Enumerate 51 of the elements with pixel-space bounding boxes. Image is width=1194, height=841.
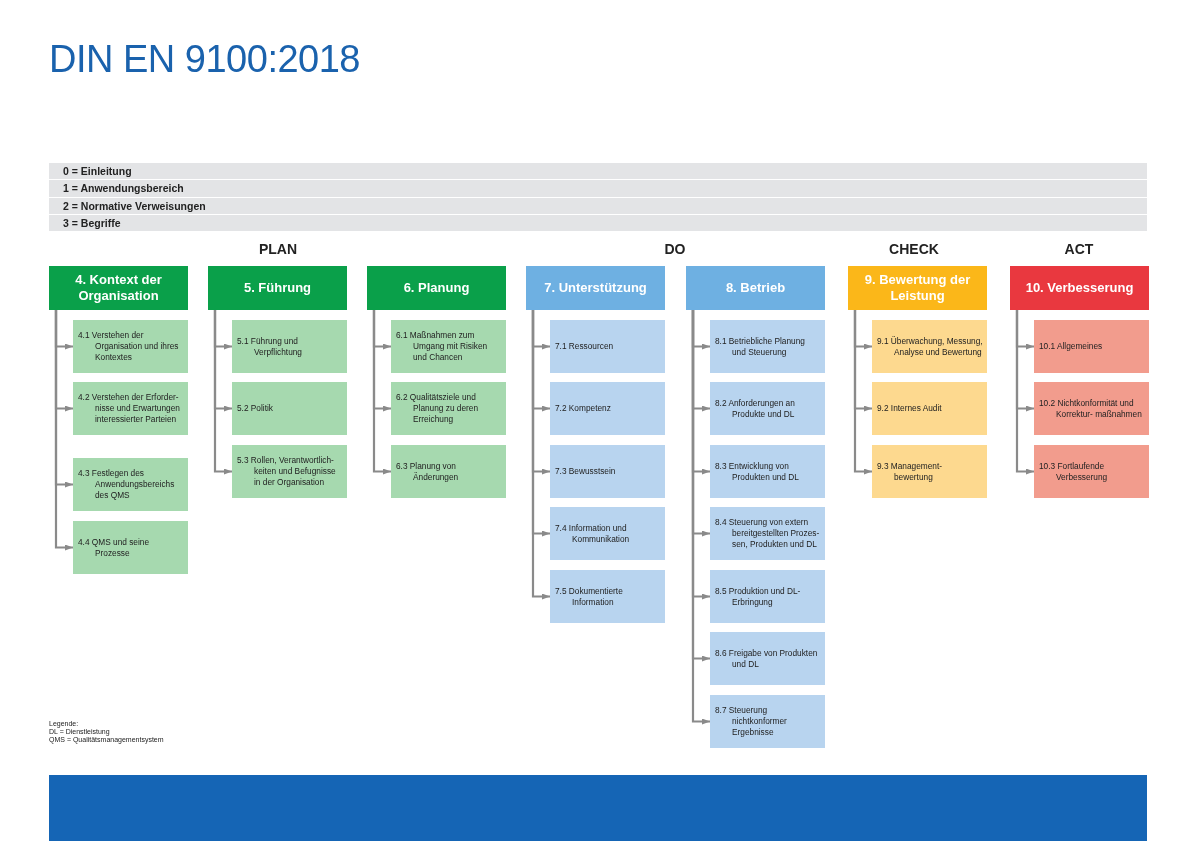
chapter-header: 8. Betrieb [686,266,825,310]
clause-box: 8.6 Freigabe von Produkten und DL [710,632,825,685]
clause-box: 6.2 Qualitätsziele und Planung zu deren Erreichung [391,382,506,435]
clause-box: 4.1 Verstehen der Organisation und ihres Kontextes [73,320,188,373]
clause-box: 7.5 Dokumentierte Information [550,570,665,623]
clause-box: 10.2 Nichtkonformität und Korrektur- maßnahmen [1034,382,1149,435]
clause-box: 6.3 Planung von Änderungen [391,445,506,498]
connector-arrow [372,310,391,475]
clause-box: 9.2 Internes Audit [872,382,987,435]
connector-arrow [1015,310,1034,475]
phase-label: PLAN [258,241,298,257]
clause-box: 8.7 Steuerung nichtkonformer Ergebnisse [710,695,825,748]
section-band: 3 = Begriffe [49,214,1147,232]
phase-label: ACT [1064,241,1094,257]
clause-box: 8.1 Betriebliche Planung und Steuerung [710,320,825,373]
clause-box: 10.1 Allgemeines [1034,320,1149,373]
chapter-header: 5. Führung [208,266,347,310]
clause-box: 5.3 Rollen, Verantwortlich- keiten und Befugnisse in der Organisation [232,445,347,498]
clause-box: 9.1 Überwachung, Messung, Analyse und Bewertung [872,320,987,373]
clause-box: 8.3 Entwicklung von Produkten und DL [710,445,825,498]
chapter-header: 6. Planung [367,266,506,310]
phase-label: DO [664,241,686,257]
clause-box: 5.2 Politik [232,382,347,435]
clause-box: 10.3 Fortlaufende Verbesserung [1034,445,1149,498]
clause-box: 7.2 Kompetenz [550,382,665,435]
clause-box: 7.1 Ressourcen [550,320,665,373]
clause-box: 8.4 Steuerung von extern bereitgestellten Prozes- sen, Produkten und DL [710,507,825,560]
clause-box: 8.2 Anforderungen an Produkte und DL [710,382,825,435]
chapter-header: 9. Bewertung der Leistung [848,266,987,310]
connector-arrow [691,310,710,725]
phase-label: CHECK [889,241,939,257]
section-band: 2 = Normative Verweisungen [49,197,1147,214]
title: DIN EN 9100:2018 [49,38,360,81]
clause-box: 7.4 Information und Kommunikation [550,507,665,560]
clause-box: 4.2 Verstehen der Erforder- nisse und Erwartungen interessierter Parteien [73,382,188,435]
chapter-header: 10. Verbesserung [1010,266,1149,310]
clause-box: 4.4 QMS und seine Prozesse [73,521,188,574]
clause-box: 9.3 Management- bewertung [872,445,987,498]
clause-box: 5.1 Führung und Verpflichtung [232,320,347,373]
connector-arrow [54,310,73,551]
clause-box: 6.1 Maßnahmen zum Umgang mit Risiken und Chancen [391,320,506,373]
chapter-header: 4. Kontext der Organisation [49,266,188,310]
connector-arrow [531,310,550,600]
connector-arrow [853,310,872,475]
connector-arrow [213,310,232,475]
clause-box: 4.3 Festlegen des Anwendungsbereichs des QMS [73,458,188,511]
chapter-header: 7. Unterstützung [526,266,665,310]
clause-box: 8.5 Produktion und DL-Erbringung [710,570,825,623]
clause-box: 7.3 Bewusstsein [550,445,665,498]
section-band: 0 = Einleitung [49,163,1147,180]
section-band: 1 = Anwendungsbereich [49,180,1147,197]
